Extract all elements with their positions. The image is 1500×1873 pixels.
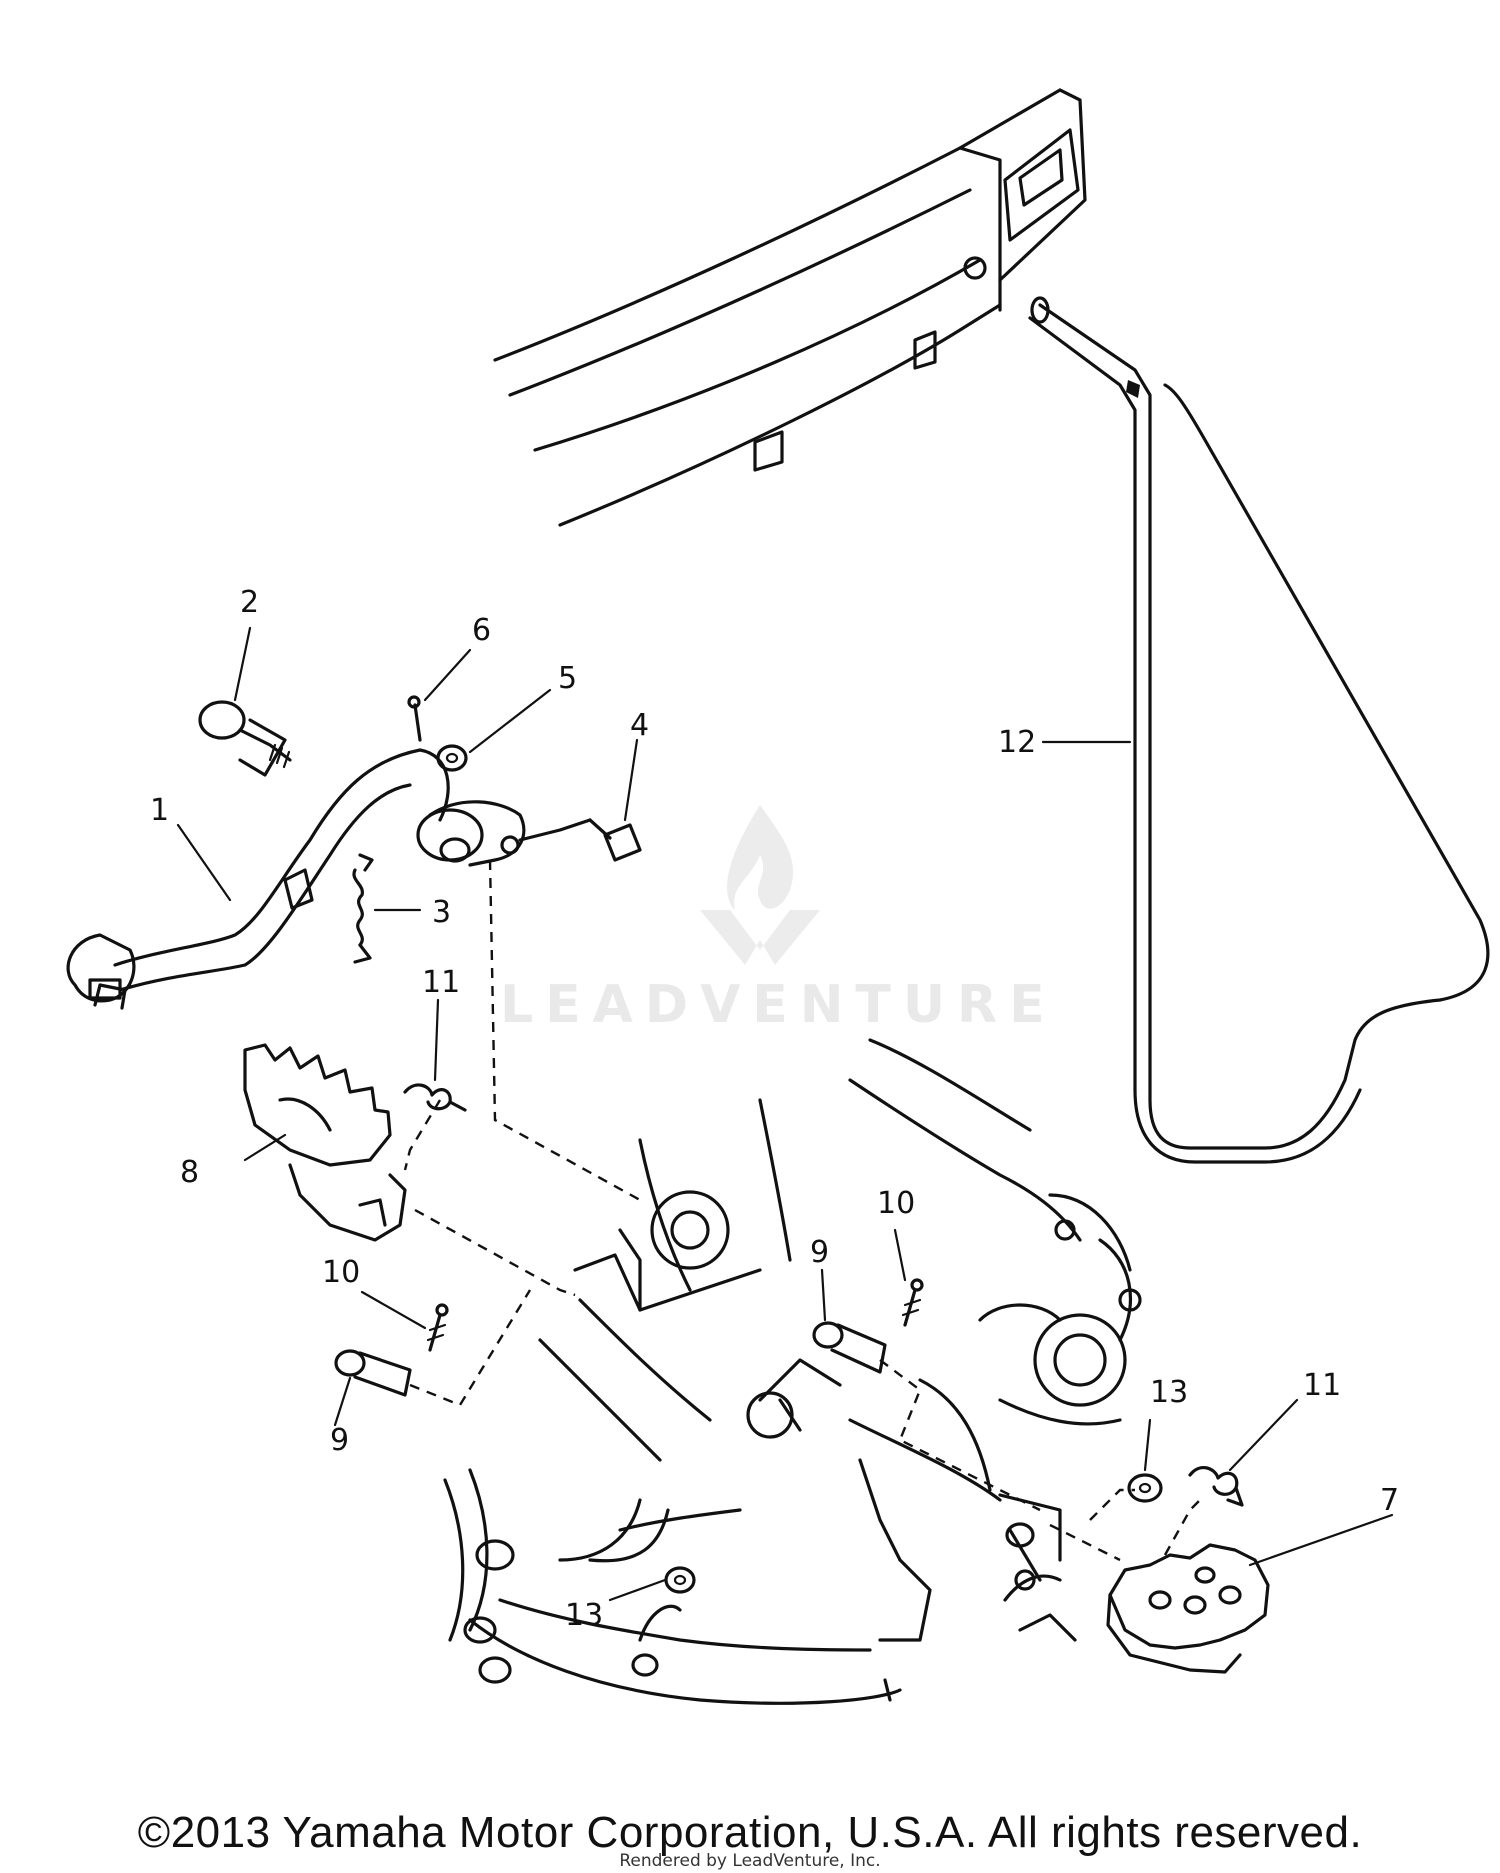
- washer: [436, 744, 468, 772]
- cotter-pin: [407, 695, 422, 742]
- callout-8: 8: [180, 1155, 199, 1190]
- left-cotter-pin: [426, 1303, 449, 1352]
- leadventure-logo-icon: [700, 805, 820, 965]
- leadventure-watermark: LEADVENTURE: [500, 800, 1057, 1035]
- callout-2: 2: [240, 585, 259, 620]
- callout-11-left: 11: [422, 965, 460, 1000]
- watermark-text: LEADVENTURE: [500, 975, 1057, 1035]
- frame-rear-rail: [493, 88, 1087, 527]
- callout-3: 3: [432, 895, 451, 930]
- callout-13-right: 13: [1150, 1375, 1188, 1410]
- callout-7: 7: [1380, 1483, 1399, 1518]
- callout-10-right: 10: [877, 1186, 915, 1221]
- callout-12: 12: [998, 725, 1036, 760]
- left-footrest-pin: [334, 1349, 412, 1397]
- callout-1: 1: [150, 793, 169, 828]
- callout-5: 5: [558, 661, 577, 696]
- pedal-pivot: [416, 800, 526, 867]
- callout-4: 4: [630, 708, 649, 743]
- clevis-pin: [518, 818, 642, 862]
- callout-6: 6: [472, 613, 491, 648]
- callout-11-right: 11: [1303, 1368, 1341, 1403]
- right-footrest-spring: [1188, 1466, 1244, 1507]
- sidestand: [1028, 296, 1490, 1164]
- callout-13-lower: 13: [565, 1598, 603, 1633]
- right-washer: [1127, 1473, 1163, 1503]
- shift-pedal: [66, 748, 450, 1010]
- assembly-lines: [403, 859, 1201, 1562]
- right-footrest: [1106, 1543, 1270, 1674]
- return-spring: [352, 853, 374, 964]
- callout-9-left: 9: [330, 1423, 349, 1458]
- frame-lower: [443, 1038, 1142, 1705]
- leader-lines: [176, 626, 1394, 1602]
- right-footrest-pin: [812, 1321, 887, 1374]
- left-footrest: [243, 1043, 407, 1242]
- pivot-bolt: [198, 700, 292, 777]
- callout-numbers: 1 2 3 4 5 6 7 8 9 9 10 10 11 11 12 13 13: [150, 585, 1399, 1633]
- callout-9-right: 9: [810, 1235, 829, 1270]
- lower-washer: [664, 1566, 696, 1594]
- right-cotter-pin: [901, 1278, 924, 1327]
- left-footrest-spring: [403, 1083, 467, 1112]
- rendered-by-text: Rendered by LeadVenture, Inc.: [619, 1851, 881, 1871]
- copyright-notice: ©2013 Yamaha Motor Corporation, U.S.A. A…: [137, 1808, 1363, 1857]
- callout-10-left: 10: [322, 1255, 360, 1290]
